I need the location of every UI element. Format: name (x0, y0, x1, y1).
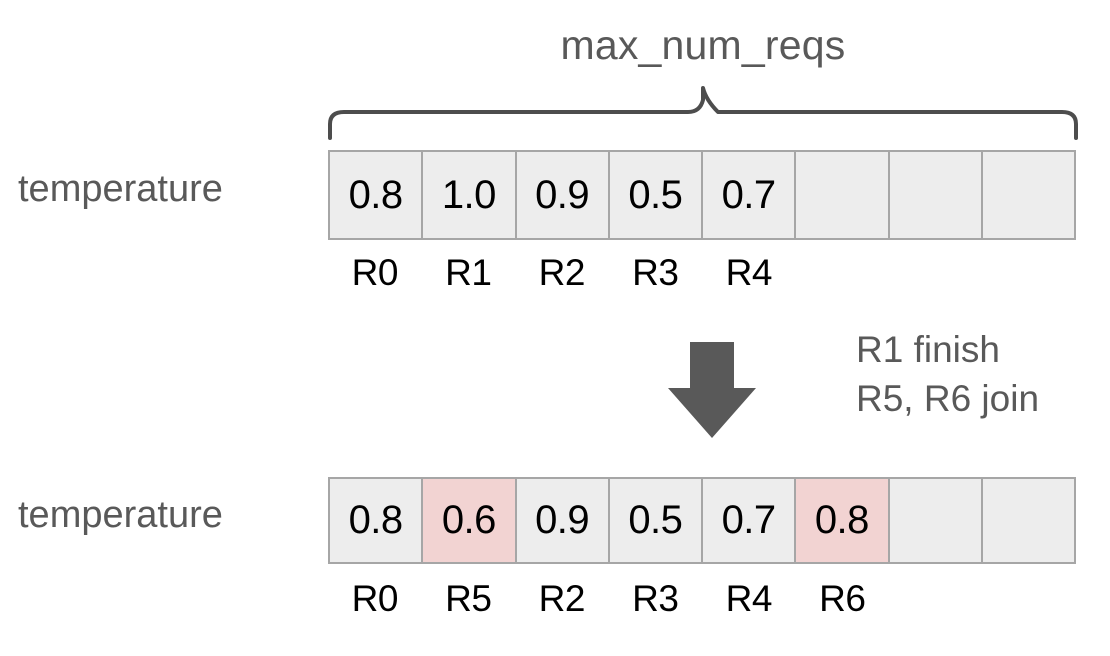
request-id-tick-R5: R5 (445, 578, 492, 619)
transition-note-line-2: R5, R6 join (856, 377, 1040, 419)
request-id-tick-R0: R0 (351, 252, 399, 293)
array-cell-R3: 0.5 (609, 152, 703, 238)
request-id-tick-R1: R1 (445, 252, 492, 293)
request-id-ticks-before: R0 R1 R2 R3 R4 (328, 252, 1076, 294)
array-cell-empty-7 (982, 479, 1074, 562)
max-num-reqs-caption: max_num_reqs (560, 22, 846, 68)
array-cell-R0: 0.8 (330, 479, 424, 562)
request-id-tick-R4: R4 (725, 252, 773, 293)
request-id-tick-blank-7 (983, 578, 1077, 620)
array-cell-R2: 0.9 (516, 479, 610, 562)
array-cell-empty-6 (889, 152, 983, 238)
request-id-tick-blank-5 (796, 252, 890, 294)
request-id-tick-R4: R4 (725, 578, 773, 619)
request-id-tick-blank-6 (889, 252, 983, 294)
max-num-reqs-brace (322, 80, 1084, 142)
array-cell-R4: 0.7 (703, 479, 797, 562)
temperature-label-after: temperature (18, 494, 223, 536)
transition-arrow (664, 338, 760, 442)
transition-note: R1 finish R5, R6 join (856, 326, 1106, 424)
request-id-ticks-after: R0 R5 R2 R3 R4 R6 (328, 578, 1076, 620)
array-cell-R4: 0.7 (703, 152, 797, 238)
brace-icon (328, 86, 1078, 140)
array-cell-R5: 0.6 (423, 479, 517, 562)
transition-note-line-1: R1 finish (856, 329, 1000, 370)
request-id-tick-R6: R6 (819, 578, 866, 619)
request-id-tick-R2: R2 (538, 252, 586, 293)
request-id-tick-blank-6 (889, 578, 983, 620)
request-id-tick-R0: R0 (351, 578, 399, 619)
request-id-tick-R2: R2 (538, 578, 586, 619)
array-cell-empty-5 (796, 152, 890, 238)
arrow-down-icon (668, 342, 756, 438)
request-id-tick-R3: R3 (632, 252, 679, 293)
array-cell-empty-6 (889, 479, 983, 562)
request-id-tick-blank-7 (983, 252, 1077, 294)
temperature-array-after: 0.8 0.6 0.9 0.5 0.7 0.8 (328, 477, 1076, 564)
array-cell-R2: 0.9 (516, 152, 610, 238)
temperature-label-before: temperature (18, 168, 223, 210)
array-cell-R3: 0.5 (609, 479, 703, 562)
request-id-tick-R3: R3 (632, 578, 679, 619)
array-cell-R0: 0.8 (330, 152, 424, 238)
array-cell-empty-7 (982, 152, 1074, 238)
array-cell-R6: 0.8 (796, 479, 890, 562)
temperature-array-before: 0.8 1.0 0.9 0.5 0.7 (328, 150, 1076, 240)
array-cell-R1: 1.0 (423, 152, 517, 238)
